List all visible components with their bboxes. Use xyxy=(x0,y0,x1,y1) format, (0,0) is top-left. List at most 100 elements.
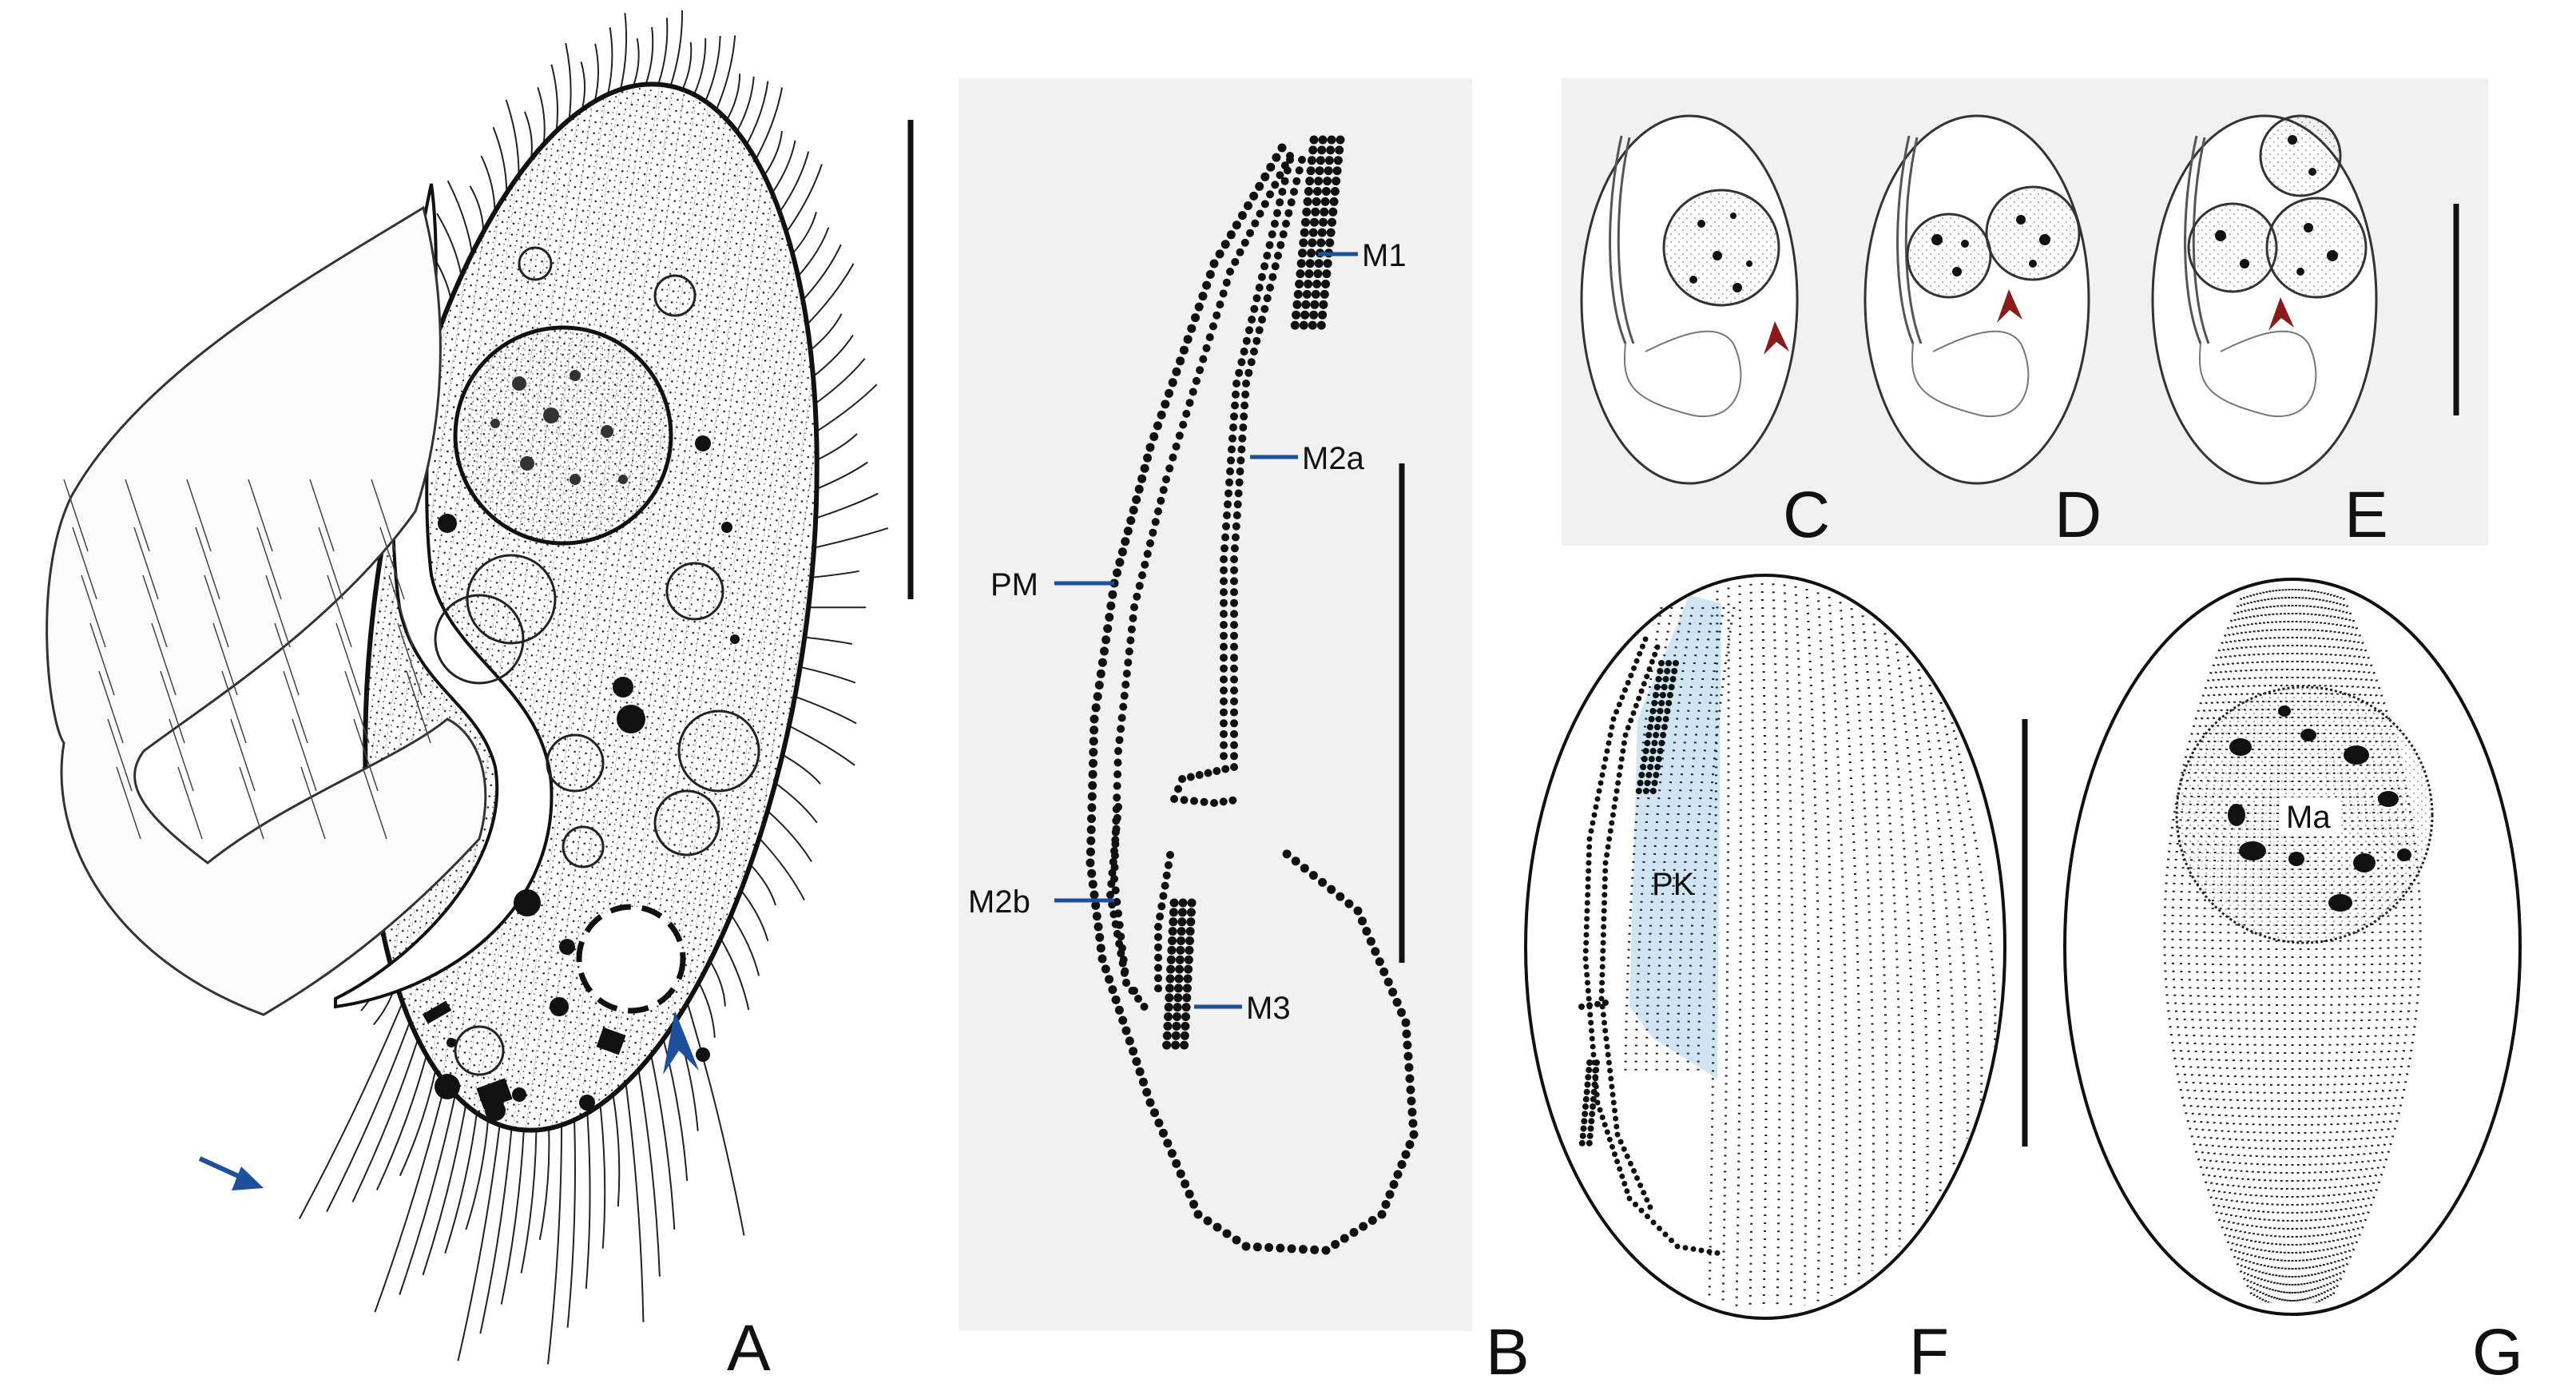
kinetosome xyxy=(1230,686,1238,695)
kinetosome xyxy=(1230,664,1238,673)
kinetosome xyxy=(1303,197,1312,206)
kinetosome xyxy=(1637,780,1644,786)
kinetosome xyxy=(1230,697,1238,705)
kinety xyxy=(2163,598,2256,1301)
kinetosome xyxy=(1310,300,1320,309)
kinetosome xyxy=(1602,1027,1609,1034)
kinetosome xyxy=(1589,1111,1596,1118)
panel-label-c: C xyxy=(1783,479,1830,551)
kinetosome xyxy=(1669,676,1677,682)
kinetosome xyxy=(1236,248,1244,256)
hatch-line xyxy=(265,574,291,648)
kinety xyxy=(1676,606,1715,1071)
kinetosome xyxy=(1089,758,1097,768)
kinetosome xyxy=(1114,747,1122,755)
kinetosome xyxy=(1223,511,1231,519)
kinetosome xyxy=(1306,166,1316,176)
kinetosome xyxy=(1250,348,1258,356)
kinetosome xyxy=(1140,463,1149,473)
kinetosome xyxy=(1662,676,1669,682)
cilium xyxy=(650,1055,676,1230)
kinetosome xyxy=(1179,420,1188,429)
kinetosome xyxy=(1106,601,1116,610)
kinetosome xyxy=(1639,643,1645,650)
hatch-line xyxy=(89,622,115,696)
kinetosome xyxy=(1321,280,1331,288)
kinetosome xyxy=(1226,467,1234,475)
hatch-line xyxy=(371,479,396,552)
kinetosome xyxy=(1154,984,1162,993)
kinetosome xyxy=(1187,898,1197,908)
kinetosome xyxy=(1089,737,1098,746)
kinetosome xyxy=(1202,344,1211,352)
kinetosome xyxy=(1154,1119,1164,1127)
cilium xyxy=(715,35,736,110)
kinetosome xyxy=(1612,1107,1617,1114)
kinetosome xyxy=(1590,1051,1597,1058)
kinetosome xyxy=(1114,1005,1124,1015)
kinetosome xyxy=(1304,280,1313,288)
kinetosome xyxy=(1111,920,1120,928)
cilium xyxy=(669,10,684,87)
kinetosome xyxy=(1230,588,1238,597)
cilium xyxy=(565,42,572,121)
hatch-line xyxy=(327,574,352,648)
hatch-line xyxy=(204,574,229,648)
kinetosome xyxy=(1120,691,1129,700)
kinetosome xyxy=(1134,995,1142,1003)
kinetosome xyxy=(1149,528,1157,537)
kinetosome xyxy=(1190,797,1198,805)
kinetosome xyxy=(1092,912,1101,921)
kinetosome xyxy=(1613,1115,1619,1122)
kinetosome xyxy=(1316,320,1326,330)
kinetosome xyxy=(1633,1202,1638,1207)
kinetosome xyxy=(1170,795,1178,803)
kinety xyxy=(1850,608,1875,1272)
kinetosome xyxy=(1183,974,1193,984)
kinetosome xyxy=(1260,200,1269,209)
kinetosome xyxy=(1252,294,1261,303)
kinetosome xyxy=(1600,940,1606,946)
kinetosome xyxy=(1159,486,1168,495)
kinety xyxy=(2235,590,2277,1305)
kinetosome xyxy=(1602,1122,1608,1128)
kinetosome xyxy=(1606,740,1612,746)
kinetosome xyxy=(1162,1040,1172,1050)
kinetosome xyxy=(1271,262,1280,271)
kinetosome xyxy=(1173,984,1183,993)
kinetosome xyxy=(1653,772,1660,778)
kinetosome xyxy=(1117,949,1125,958)
hatch-line xyxy=(362,766,387,840)
kinetosome xyxy=(1117,713,1126,722)
kinetosome xyxy=(1602,756,1609,762)
kinetosome xyxy=(1644,674,1650,680)
kinetosome xyxy=(1604,1043,1610,1050)
kinetosome xyxy=(1318,310,1328,320)
kinetosome xyxy=(1172,367,1181,376)
kinetosome xyxy=(1087,803,1097,813)
kinetosome xyxy=(1613,788,1620,794)
kinetosome xyxy=(1586,1059,1593,1066)
panel-label-a: A xyxy=(727,1312,771,1385)
cilium xyxy=(749,864,776,906)
hatch-line xyxy=(72,527,97,600)
kinetosome xyxy=(1105,975,1114,984)
kinetosome xyxy=(1403,1051,1413,1061)
kinetosome xyxy=(1300,228,1309,237)
kinetosome xyxy=(1117,725,1125,733)
cilium xyxy=(374,1083,447,1313)
kinetosome xyxy=(1319,300,1328,309)
kinetosome xyxy=(1219,289,1228,298)
kinetosome xyxy=(1649,658,1655,665)
kinety xyxy=(1665,606,1705,1071)
kinetosome xyxy=(1241,390,1250,399)
kinetosome xyxy=(1642,636,1649,642)
kinety xyxy=(1828,596,1848,1290)
kinetosome xyxy=(1113,781,1121,790)
kinetosome xyxy=(1113,813,1121,822)
kinetosome xyxy=(1651,700,1658,706)
kinetosome xyxy=(1323,259,1332,268)
kinetosome xyxy=(1133,592,1141,601)
kinetosome xyxy=(1659,692,1666,698)
cilium xyxy=(479,1128,513,1334)
